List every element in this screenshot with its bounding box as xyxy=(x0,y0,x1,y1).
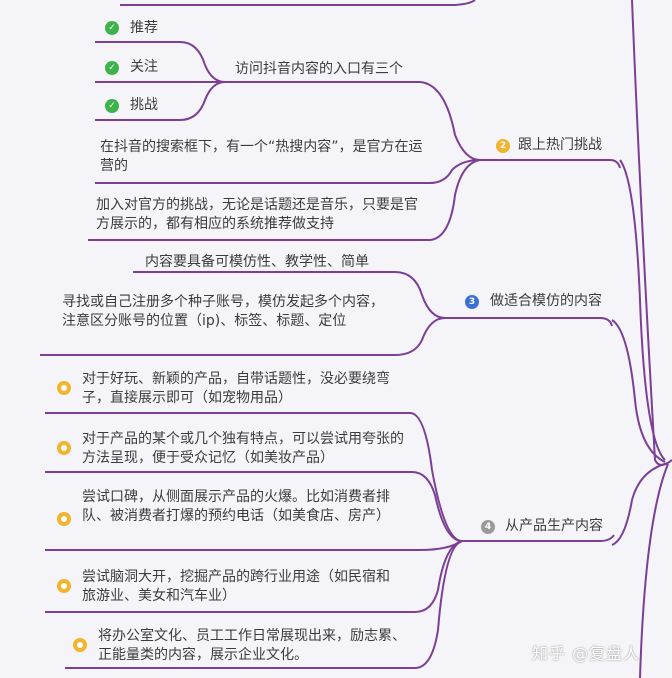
star-icon xyxy=(57,579,71,593)
node-imitable-simple[interactable]: 内容要具备可模仿性、教学性、简单 xyxy=(145,254,369,270)
number-4-icon: 4 xyxy=(481,520,495,534)
branch-title-hot-challenge[interactable]: 跟上热门挑战 xyxy=(518,137,602,153)
check-icon: ✓ xyxy=(105,61,119,75)
node-cross-industry[interactable]: 尝试脑洞大开，挖掘产品的跨行业用途（如民宿和旅游业、美女和汽车业） xyxy=(82,569,390,604)
node-fun-products[interactable]: 对于好玩、新颖的产品，自带话题性，没必要绕弯子，直接展示即可（如宠物用品） xyxy=(82,371,390,406)
watermark: 知乎 @复盘人 xyxy=(532,644,641,663)
star-icon xyxy=(57,441,71,455)
star-icon xyxy=(57,381,71,395)
check-icon: ✓ xyxy=(105,99,119,113)
node-recommend[interactable]: 推荐 xyxy=(130,20,158,36)
number-3-icon: 3 xyxy=(465,295,479,309)
node-seed-accounts[interactable]: 寻找或自己注册多个种子账号，模仿发起多个内容，注意区分账号的位置（ip)、标签、… xyxy=(62,294,384,329)
node-office-culture[interactable]: 将办公室文化、员工工作日常展现出来，励志累、正能量类的内容，展示企业文化。 xyxy=(98,628,406,663)
star-icon xyxy=(73,638,87,652)
node-hot-search[interactable]: 在抖音的搜索框下，有一个“热搜内容”，是官方在运营的 xyxy=(100,139,423,174)
branch-title-product-content[interactable]: 从产品生产内容 xyxy=(505,518,603,534)
check-icon: ✓ xyxy=(105,21,119,35)
node-unique-features[interactable]: 对于产品的某个或几个独有特点，可以尝试用夸张的方法呈现，便于受众记忆（如美妆产品… xyxy=(82,431,404,466)
node-entry-points[interactable]: 访问抖音内容的入口有三个 xyxy=(235,61,403,77)
node-join-official-challenge[interactable]: 加入对官方的挑战，无论是话题还是音乐，只要是官方展示的，都有相应的系统推荐做支持 xyxy=(96,197,418,232)
branch-title-imitable-content[interactable]: 做适合模仿的内容 xyxy=(490,293,602,309)
node-challenge[interactable]: 挑战 xyxy=(130,97,158,113)
node-word-of-mouth[interactable]: 尝试口碑，从侧面展示产品的火爆。比如消费者排队、被消费者打爆的预约电话（如美食店… xyxy=(82,489,390,524)
node-follow[interactable]: 关注 xyxy=(130,59,158,75)
number-2-icon: 2 xyxy=(496,139,510,153)
star-icon xyxy=(57,512,71,526)
